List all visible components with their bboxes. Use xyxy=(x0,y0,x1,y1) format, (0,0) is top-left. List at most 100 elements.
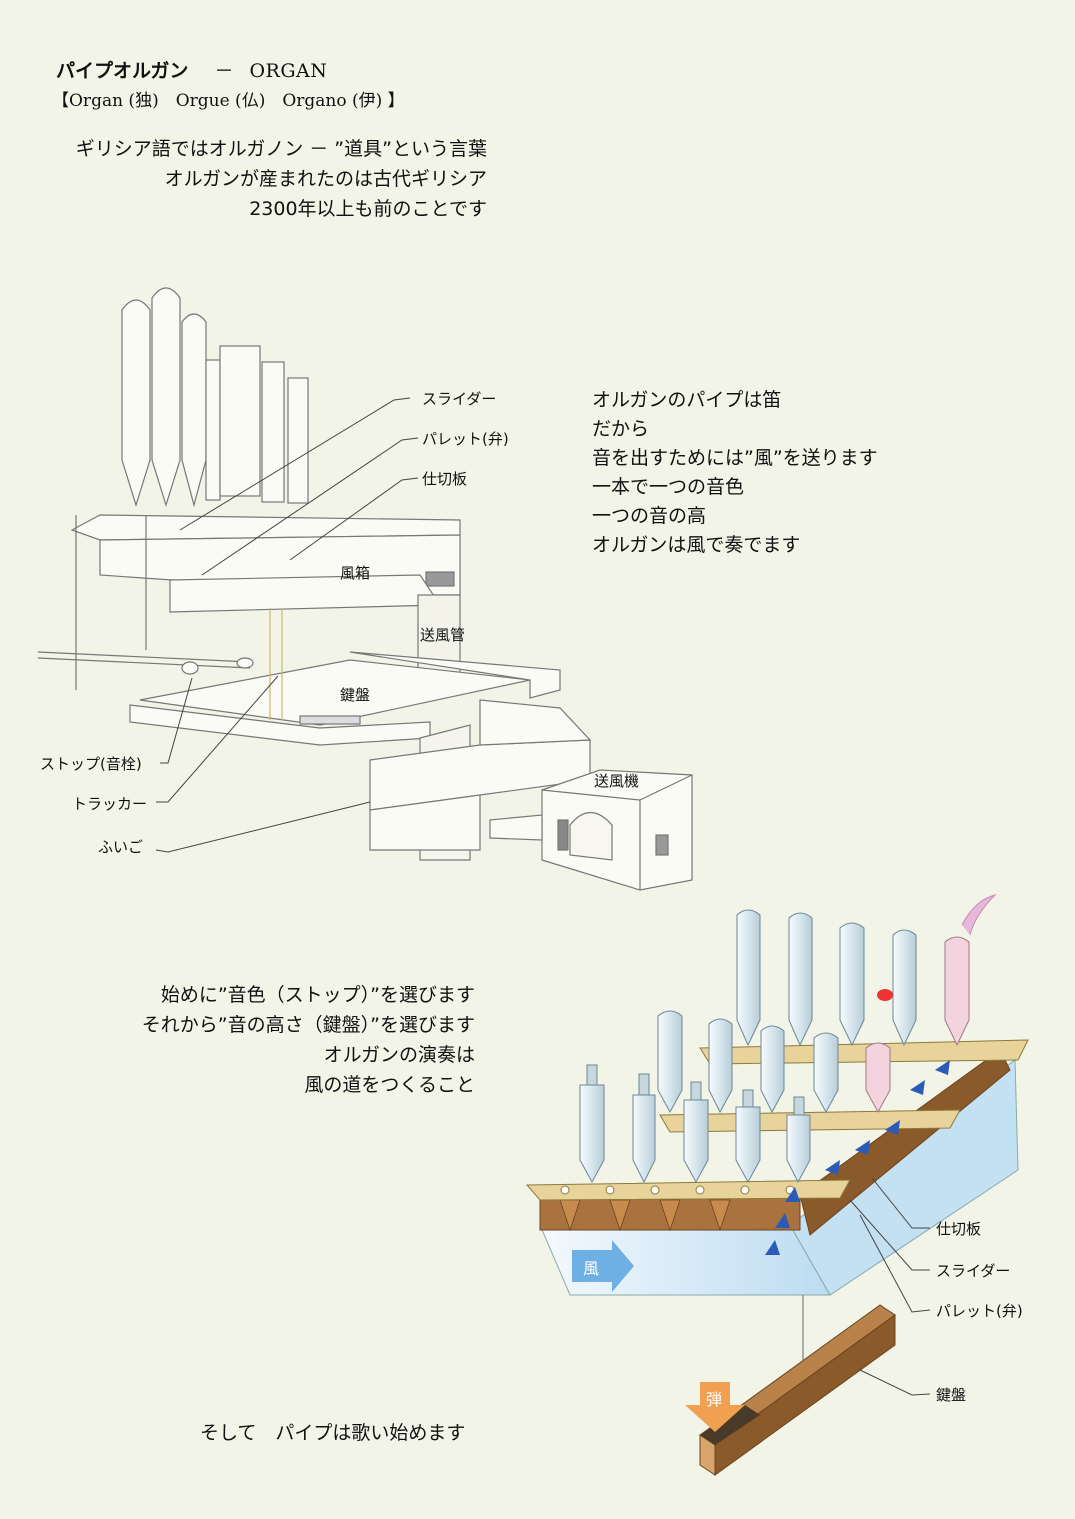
channel-gap xyxy=(609,1199,631,1232)
label-wind: 風 xyxy=(583,1259,600,1278)
intro-line: 2300年以上も前のことです xyxy=(249,198,487,220)
label-bellows: ふいご xyxy=(98,838,144,856)
page-subtitle: 【Organ (独) Orgue (仏) Organo (伊) 】 xyxy=(52,91,405,111)
leader-partition xyxy=(289,477,419,561)
pipe xyxy=(892,929,917,1047)
usage-line: オルガンの演奏は xyxy=(323,1044,475,1066)
pipe xyxy=(760,1025,785,1114)
pipe xyxy=(736,909,761,1047)
leader-tracker xyxy=(156,675,279,803)
flow-arrow-icon xyxy=(825,1160,840,1175)
leader-keyboard-2 xyxy=(859,1369,931,1396)
pipe-stopper xyxy=(586,1064,598,1086)
singing-pipe xyxy=(865,1042,891,1114)
key-pressed-area xyxy=(700,1405,760,1445)
usage-line: 風の道をつくること xyxy=(304,1074,475,1096)
flow-arrow-icon xyxy=(885,1120,900,1135)
wood-channels-side xyxy=(799,1049,1011,1236)
flow-arrow-icon xyxy=(855,1140,870,1155)
stop-lever xyxy=(37,657,251,669)
explanation-line: 音を出すためには”風”を送ります xyxy=(592,447,878,469)
stop-knob xyxy=(236,657,254,669)
channel-gap xyxy=(659,1199,681,1232)
flow-arrow-icon xyxy=(910,1080,925,1095)
label-stop: ストップ(音栓) xyxy=(40,755,142,773)
leader-stop xyxy=(160,677,193,764)
keyboard-back xyxy=(349,651,561,699)
blower-switch xyxy=(655,834,669,856)
pipe xyxy=(735,1106,761,1184)
slider-hole xyxy=(560,1185,570,1195)
leader-slider-2 xyxy=(849,1199,930,1271)
ending-text: そして パイプは歌い始めます xyxy=(200,1422,466,1444)
keys xyxy=(299,715,361,725)
explanation-line: だから xyxy=(592,418,650,440)
pipe xyxy=(683,1099,709,1184)
label-blower: 送風機 xyxy=(594,772,640,790)
pipe-square xyxy=(287,377,309,504)
label-pallet: パレット(弁) xyxy=(422,430,509,448)
pipe-round xyxy=(181,313,207,508)
pipe-square xyxy=(261,361,285,503)
usage-text: 始めに”音色（ストップ）”を選びます それから”音の高さ（鍵盤）”を選びます オ… xyxy=(142,980,475,1100)
pipe-round xyxy=(151,287,181,508)
label-wind-duct: 送風管 xyxy=(420,626,466,644)
blower-fan-housing xyxy=(569,811,613,861)
slider-hole xyxy=(650,1185,660,1195)
label-slider: スライダー xyxy=(422,390,497,408)
blower-duct xyxy=(489,814,543,841)
title-jp: パイプオルガン xyxy=(56,60,189,82)
pipe xyxy=(788,912,813,1047)
sound-spark-icon xyxy=(877,989,893,1001)
label-keyboard-2: 鍵盤 xyxy=(936,1386,967,1404)
label-partition: 仕切板 xyxy=(422,470,468,488)
pipe xyxy=(839,922,865,1047)
pipe-stopper xyxy=(742,1089,754,1108)
title-separator: － xyxy=(214,60,234,82)
leader-bellows xyxy=(155,801,371,853)
label-partition-2: 仕切板 xyxy=(936,1220,982,1238)
pipe xyxy=(579,1084,605,1184)
explanation-line: オルガンのパイプは笛 xyxy=(592,389,782,411)
slider-hole xyxy=(605,1185,615,1195)
stop-lever xyxy=(37,651,251,663)
usage-line: それから”音の高さ（鍵盤）”を選びます xyxy=(141,1014,475,1036)
label-play: 弾 xyxy=(706,1390,723,1409)
explanation-line: オルガンは風で奏でます xyxy=(592,534,801,556)
leader-slider xyxy=(179,397,411,531)
intro-text: ギリシア語ではオルガノン － ”道具”という言葉 オルガンが産まれたのは古代ギリ… xyxy=(76,134,487,224)
channel-gap xyxy=(709,1199,731,1232)
label-keyboard: 鍵盤 xyxy=(340,686,371,704)
key-side xyxy=(714,1314,896,1476)
blower-box xyxy=(541,769,693,891)
wind-arrow-icon xyxy=(572,1240,634,1292)
pipe xyxy=(632,1094,656,1184)
slider-hole xyxy=(740,1185,750,1195)
pipe xyxy=(786,1114,811,1184)
flow-arrow-icon xyxy=(775,1213,790,1228)
chest-top xyxy=(70,514,461,541)
flow-arrow-icon xyxy=(765,1240,780,1255)
leader-partition-2 xyxy=(871,1177,930,1229)
pipe-stopper xyxy=(638,1073,650,1096)
play-arrow-icon xyxy=(685,1382,745,1432)
explanation-line: 一つの音の高 xyxy=(592,505,707,527)
stop-knob xyxy=(181,661,199,675)
pipe-square xyxy=(219,345,261,497)
slider-hole xyxy=(695,1185,705,1195)
pipe xyxy=(657,1010,683,1114)
pipe-stopper xyxy=(793,1096,805,1116)
usage-line: 始めに”音色（ストップ）”を選びます xyxy=(160,984,475,1006)
leader-pallet xyxy=(201,437,419,576)
label-tracker: トラッカー xyxy=(72,795,148,813)
singing-pipe xyxy=(944,936,970,1047)
blower-vent xyxy=(557,819,569,851)
leader-pallet-2 xyxy=(859,1214,931,1313)
bellows-body xyxy=(369,794,481,851)
music-note-icon xyxy=(961,894,997,936)
pipe xyxy=(708,1018,733,1114)
intro-line: ギリシア語ではオルガノン － ”道具”という言葉 xyxy=(75,138,487,160)
pipe-round xyxy=(121,299,151,508)
